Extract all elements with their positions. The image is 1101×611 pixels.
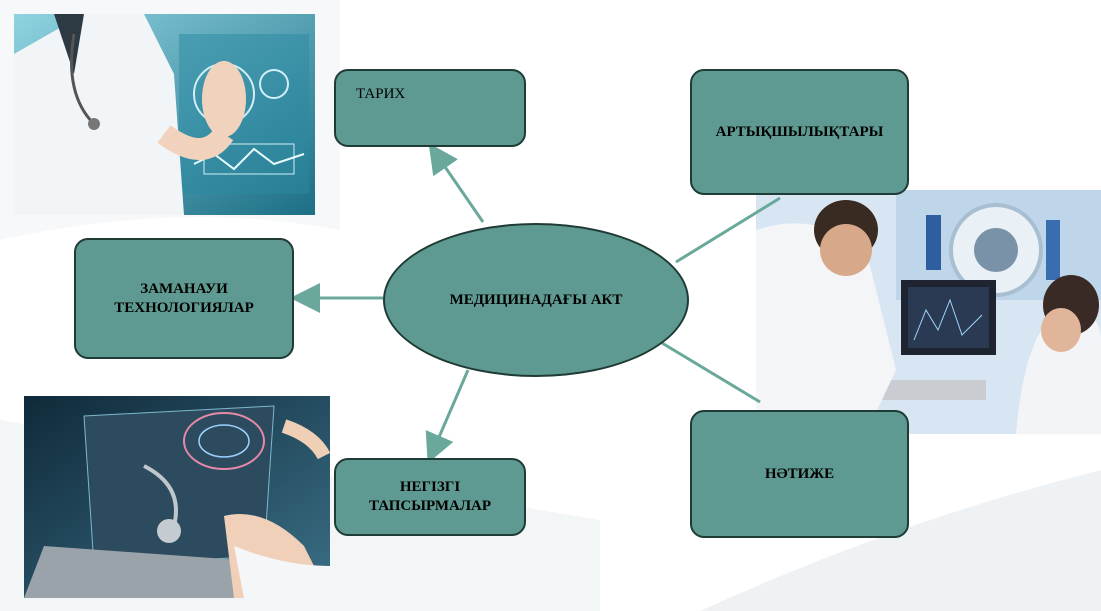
node-artyk: АРТЫҚШЫЛЫҚТАРЫ <box>690 69 909 195</box>
node-zamanaui: ЗАМАНАУИ ТЕХНОЛОГИЯЛАР <box>74 238 294 359</box>
node-artyk-label: АРТЫҚШЫЛЫҚТАРЫ <box>715 123 884 140</box>
line-to-natizhe <box>661 341 761 404</box>
center-node-label: МЕДИЦИНАДАҒЫ АКТ <box>449 291 623 308</box>
center-node: МЕДИЦИНАДАҒЫ АКТ <box>383 223 689 377</box>
node-negizgi: НЕГІЗГІ ТАПСЫРМАЛАР <box>334 458 526 536</box>
arrow-to-tarih <box>428 143 485 223</box>
node-negizgi-label: НЕГІЗГІ ТАПСЫРМАЛАР <box>369 479 491 514</box>
doctor-hologram-image <box>14 14 315 215</box>
medical-lab-image <box>756 190 1101 434</box>
line-to-artyk <box>675 196 781 264</box>
node-tarih-label: ТАРИХ <box>356 86 406 102</box>
arrow-to-negizgi <box>425 369 470 464</box>
laptop-brain-image <box>24 396 330 598</box>
node-tarih: ТАРИХ <box>334 69 526 147</box>
node-natizhe: НӘТИЖЕ <box>690 410 909 538</box>
node-zamanaui-label: ЗАМАНАУИ ТЕХНОЛОГИЯЛАР <box>114 280 254 316</box>
node-natizhe-label: НӘТИЖЕ <box>764 465 835 482</box>
